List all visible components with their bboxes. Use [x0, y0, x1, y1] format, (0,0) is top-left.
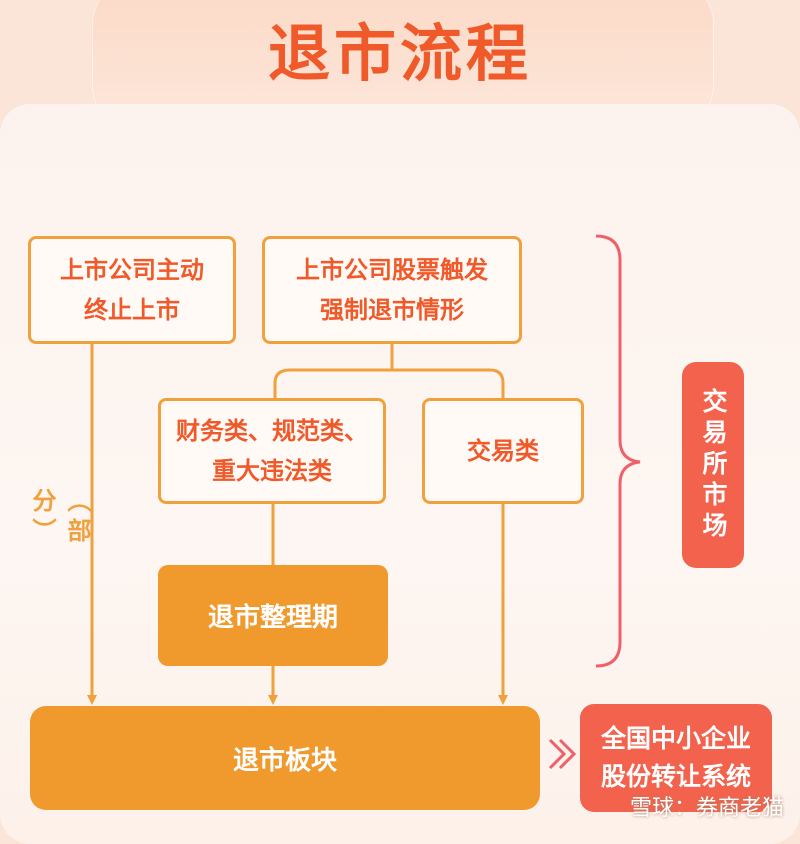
- watermark: 雪球：券商老猫: [629, 796, 784, 821]
- chevron-right-icon: [548, 738, 577, 770]
- neeq-box: 全国中小企业 股份转让系统: [580, 704, 772, 812]
- financial-category-box: 财务类、规范类、 重大违法类: [158, 398, 386, 504]
- split-connector: [273, 344, 505, 398]
- consolidation-period-box: 退市整理期: [158, 565, 388, 666]
- forced-delisting-box: 上市公司股票触发 强制退市情形: [262, 236, 522, 344]
- voluntary-delisting-box: 上市公司主动 终止上市: [28, 236, 236, 344]
- exchange-market-label: 交易所市场: [682, 362, 744, 568]
- page-title: 退市流程: [267, 17, 532, 90]
- delisting-board-box: 退市板块: [30, 706, 540, 810]
- trading-category-box: 交易类: [422, 398, 584, 504]
- exchange-brace: [595, 234, 641, 668]
- partial-label: （部分）: [28, 488, 91, 548]
